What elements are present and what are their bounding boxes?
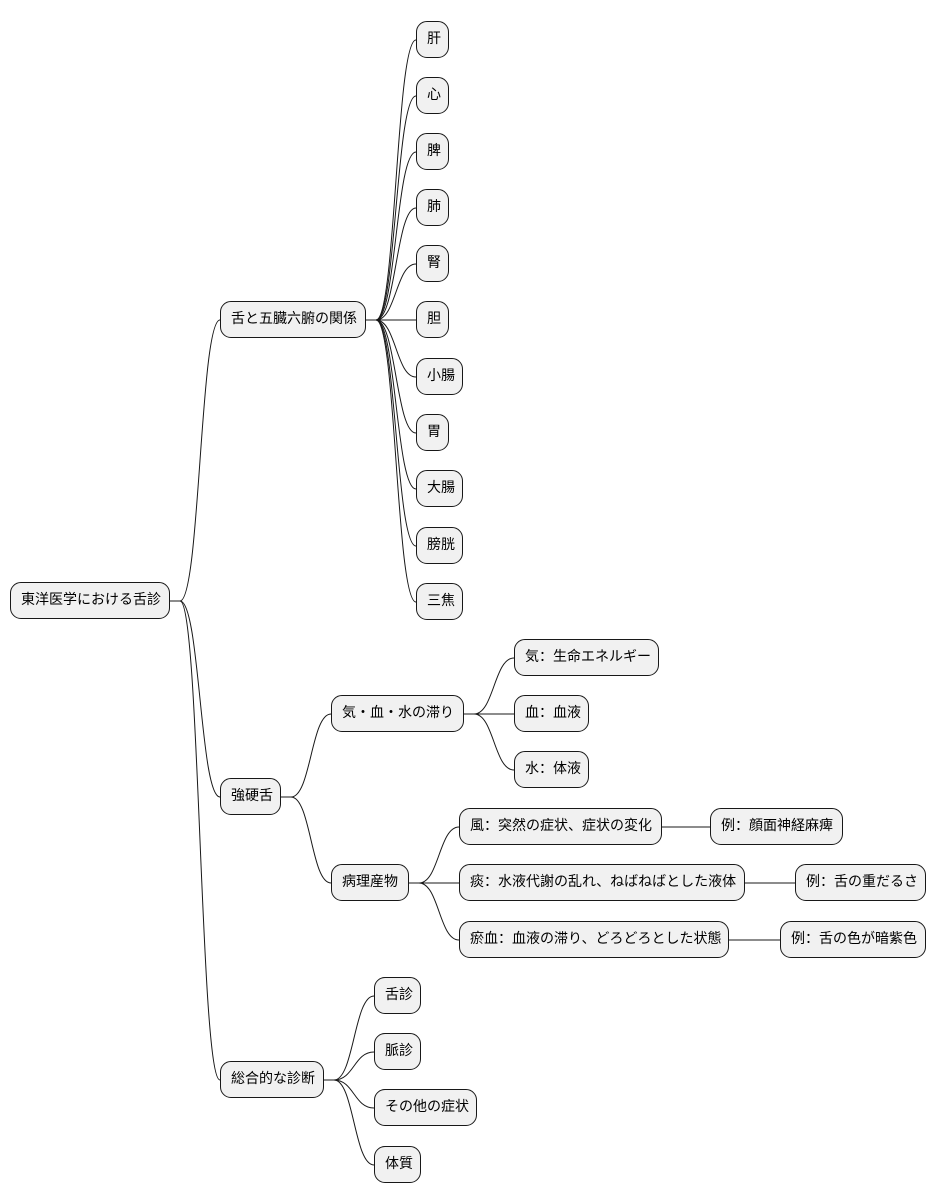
organ-node-kidney[interactable]: 腎 [416,245,449,282]
organ-node-stomach[interactable]: 胃 [416,414,449,451]
branch-node-stiff-tongue[interactable]: 強硬舌 [220,778,281,815]
organ-node-large-intestine[interactable]: 大腸 [416,470,463,507]
node-wind[interactable]: 風：突然の症状、症状の変化 [459,808,662,845]
node-phlegm[interactable]: 痰：水液代謝の乱れ、ねばねばとした液体 [459,864,745,901]
organ-node-liver[interactable]: 肝 [416,21,449,58]
node-qi[interactable]: 気：生命エネルギー [514,639,659,676]
node-blood-stasis[interactable]: 瘀血：血液の滞り、どろどろとした状態 [459,921,729,958]
node-pathological-products[interactable]: 病理産物 [331,864,409,901]
node-phlegm-example[interactable]: 例：舌の重だるさ [795,864,926,901]
organ-node-bladder[interactable]: 膀胱 [416,527,463,564]
node-pulse-diagnosis[interactable]: 脈診 [374,1033,421,1070]
node-blood[interactable]: 血：血液 [514,695,589,732]
organ-node-gallbladder[interactable]: 胆 [416,301,449,338]
branch-node-organs-relation[interactable]: 舌と五臓六腑の関係 [220,301,366,338]
organ-node-heart[interactable]: 心 [416,77,449,114]
organ-node-small-intestine[interactable]: 小腸 [416,358,463,395]
branch-node-comprehensive-diagnosis[interactable]: 総合的な診断 [220,1061,324,1098]
node-water[interactable]: 水：体液 [514,751,589,788]
organ-node-spleen[interactable]: 脾 [416,133,449,170]
node-tongue-diagnosis[interactable]: 舌診 [374,977,421,1014]
node-blood-stasis-example[interactable]: 例：舌の色が暗紫色 [780,921,926,958]
node-wind-example[interactable]: 例：顔面神経麻痺 [710,808,843,845]
node-constitution[interactable]: 体質 [374,1146,421,1183]
organ-node-triple-burner[interactable]: 三焦 [416,583,463,620]
root-node[interactable]: 東洋医学における舌診 [10,582,170,619]
node-other-symptoms[interactable]: その他の症状 [374,1089,477,1126]
organ-node-lung[interactable]: 肺 [416,189,449,226]
node-qi-blood-water-stagnation[interactable]: 気・血・水の滞り [331,695,464,732]
